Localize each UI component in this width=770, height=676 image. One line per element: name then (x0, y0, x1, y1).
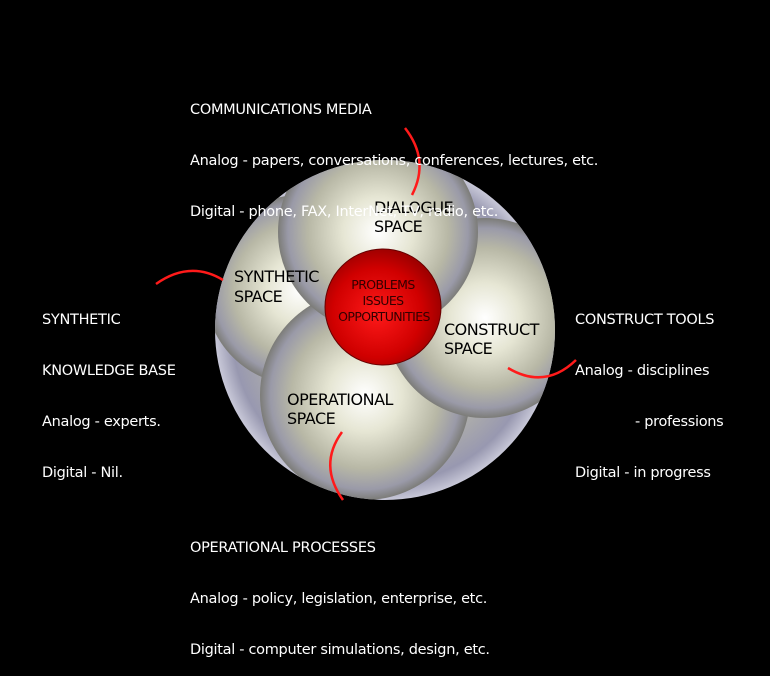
operational-processes-title: OPERATIONAL PROCESSES (190, 540, 376, 556)
synthetic-kb-title-1: SYNTHETIC (42, 312, 121, 328)
dialogue-space-label-2: SPACE (374, 217, 423, 236)
core-circle (324, 248, 442, 366)
synthetic-knowledge-block: SYNTHETIC KNOWLEDGE BASE Analog - expert… (42, 278, 176, 499)
communications-digital: Digital - phone, FAX, InterNet, TV, radi… (190, 204, 499, 220)
synthetic-space-label-1: SYNTHETIC (234, 267, 319, 286)
operational-space-label-1: OPERATIONAL (287, 390, 394, 409)
operational-processes-digital: Digital - computer simulations, design, … (190, 642, 490, 658)
dialogue-space-label-1: DIALOGUE (374, 198, 454, 217)
communications-analog: Analog - papers, conversations, conferen… (190, 153, 599, 169)
synthetic-kb-analog: Analog - experts. (42, 414, 161, 430)
synthetic-kb-title-2: KNOWLEDGE BASE (42, 363, 176, 379)
construct-tools-analog: Analog - disciplines (575, 363, 710, 379)
connector-operational (329, 431, 345, 501)
connector-dialogue (404, 127, 421, 196)
construct-space-label-1: CONSTRUCT (444, 320, 540, 339)
communications-title: COMMUNICATIONS MEDIA (190, 102, 372, 118)
construct-space-label-2: SPACE (444, 339, 493, 358)
operational-processes-analog: Analog - policy, legislation, enterprise… (190, 591, 488, 607)
core-label-opportunities: OPPORTUNITIES (338, 309, 430, 324)
connector-construct (507, 359, 577, 379)
core-label-issues: ISSUES (363, 293, 405, 308)
connector-synthetic (155, 269, 224, 286)
operational-space-label-2: SPACE (287, 409, 336, 428)
communications-media-block: COMMUNICATIONS MEDIA Analog - papers, co… (190, 68, 598, 238)
synthetic-kb-digital: Digital - Nil. (42, 465, 123, 481)
construct-tools-block: CONSTRUCT TOOLS Analog - disciplines - p… (575, 278, 724, 499)
construct-tools-analog-2: - professions (635, 414, 724, 430)
synthetic-space-label-2: SPACE (234, 287, 283, 306)
sphere-diagram: DIALOGUE SPACE SYNTHETIC SPACE CONSTRUCT… (155, 127, 577, 501)
operational-processes-block: OPERATIONAL PROCESSES Analog - policy, l… (190, 506, 490, 676)
construct-tools-title: CONSTRUCT TOOLS (575, 312, 715, 328)
construct-tools-digital: Digital - in progress (575, 465, 711, 481)
core-label-problems: PROBLEMS (351, 277, 415, 292)
